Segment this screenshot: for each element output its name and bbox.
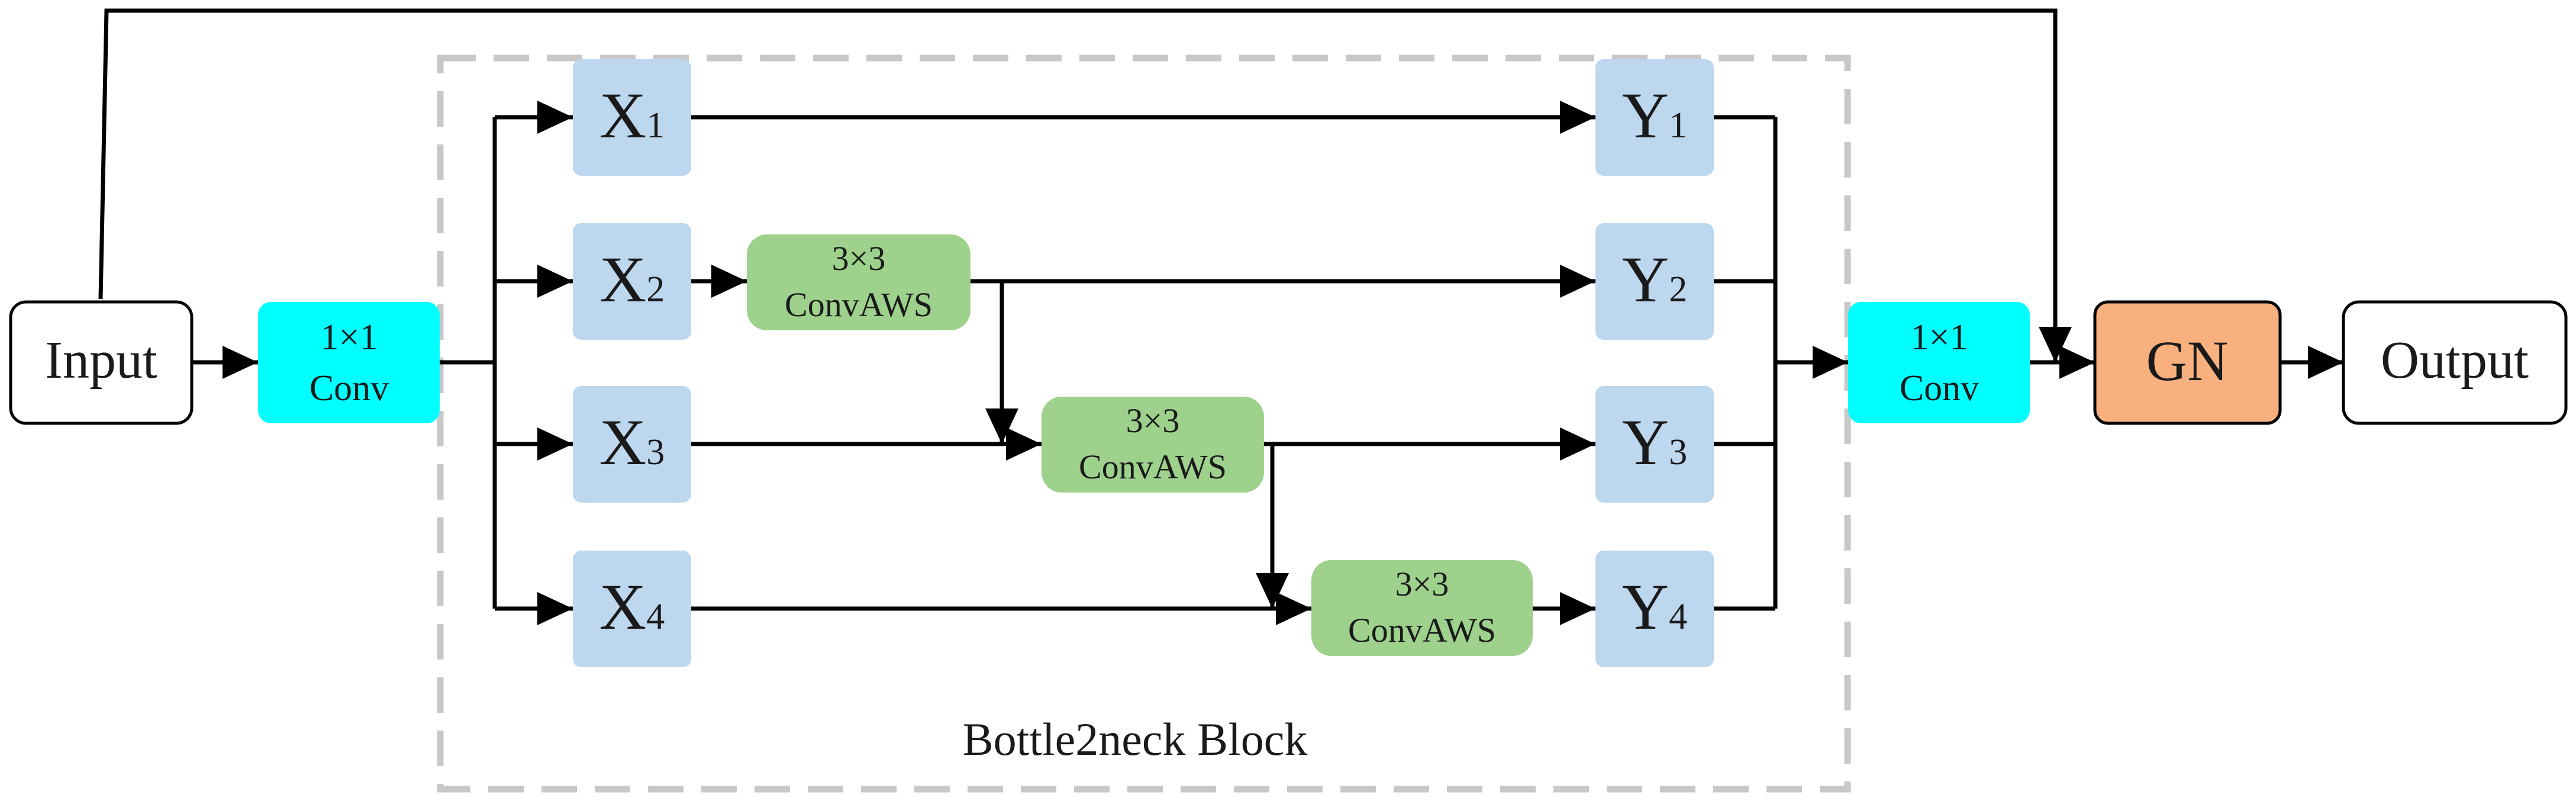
conv-out-line2: Conv	[1900, 368, 1979, 408]
convaws2-line2: ConvAWS	[1079, 448, 1227, 486]
x3-sub: 3	[646, 432, 665, 472]
convaws3-line2: ConvAWS	[1348, 611, 1496, 649]
block-label: Bottle2neck Block	[963, 713, 1308, 765]
conv-out-node: 1×1 Conv	[1848, 302, 2030, 423]
input-node: Input	[9, 300, 194, 425]
convaws-node-1: 3×3 ConvAWS	[747, 234, 971, 330]
y4-letter: Y	[1622, 571, 1669, 643]
input-label: Input	[45, 331, 157, 390]
y-node-2: Y2	[1595, 223, 1714, 340]
x4-sub: 4	[646, 597, 665, 637]
x2-letter: X	[599, 243, 646, 316]
svg-text:Y4: Y4	[1622, 571, 1687, 643]
convaws1-line2: ConvAWS	[785, 285, 933, 324]
conv-in-node: 1×1 Conv	[258, 302, 440, 423]
svg-text:Y1: Y1	[1622, 79, 1687, 152]
output-label: Output	[2381, 331, 2529, 390]
x2-sub: 2	[646, 269, 665, 310]
svg-text:X2: X2	[599, 243, 665, 316]
x-node-2: X2	[573, 223, 691, 340]
x-node-1: X1	[573, 59, 691, 176]
svg-text:X3: X3	[599, 406, 665, 478]
x-node-3: X3	[573, 386, 691, 503]
y2-sub: 2	[1669, 269, 1687, 310]
x1-sub: 1	[646, 105, 665, 146]
convaws3-line1: 3×3	[1395, 565, 1449, 603]
connectors	[98, 8, 2343, 625]
y-node-3: Y3	[1595, 386, 1714, 503]
y1-letter: Y	[1622, 79, 1669, 152]
y-node-1: Y1	[1595, 59, 1714, 176]
conv-out-line1: 1×1	[1911, 317, 1968, 358]
conv-in-line1: 1×1	[321, 317, 378, 358]
svg-text:Y2: Y2	[1622, 243, 1687, 316]
x1-letter: X	[599, 79, 646, 152]
bottle2neck-block-border	[437, 54, 1851, 793]
conv-in-line2: Conv	[309, 368, 389, 408]
convaws1-line1: 3×3	[832, 239, 886, 278]
x4-letter: X	[599, 571, 646, 643]
gn-node: GN	[2093, 300, 2282, 425]
y3-sub: 3	[1669, 432, 1687, 472]
svg-text:X1: X1	[599, 79, 665, 152]
svg-text:X4: X4	[599, 571, 665, 643]
x3-letter: X	[599, 406, 646, 478]
svg-text:Y3: Y3	[1622, 406, 1687, 478]
y4-sub: 4	[1669, 597, 1687, 637]
convaws-node-3: 3×3 ConvAWS	[1311, 560, 1533, 656]
x-node-4: X4	[573, 551, 691, 667]
y2-letter: Y	[1622, 243, 1669, 316]
output-node: Output	[2342, 300, 2568, 425]
y-node-4: Y4	[1595, 551, 1714, 667]
y3-letter: Y	[1622, 406, 1669, 478]
convaws-node-2: 3×3 ConvAWS	[1042, 397, 1264, 493]
gn-label: GN	[2146, 329, 2229, 393]
skip-connection-line	[98, 8, 2072, 362]
convaws2-line1: 3×3	[1126, 401, 1180, 440]
y1-sub: 1	[1669, 105, 1687, 146]
